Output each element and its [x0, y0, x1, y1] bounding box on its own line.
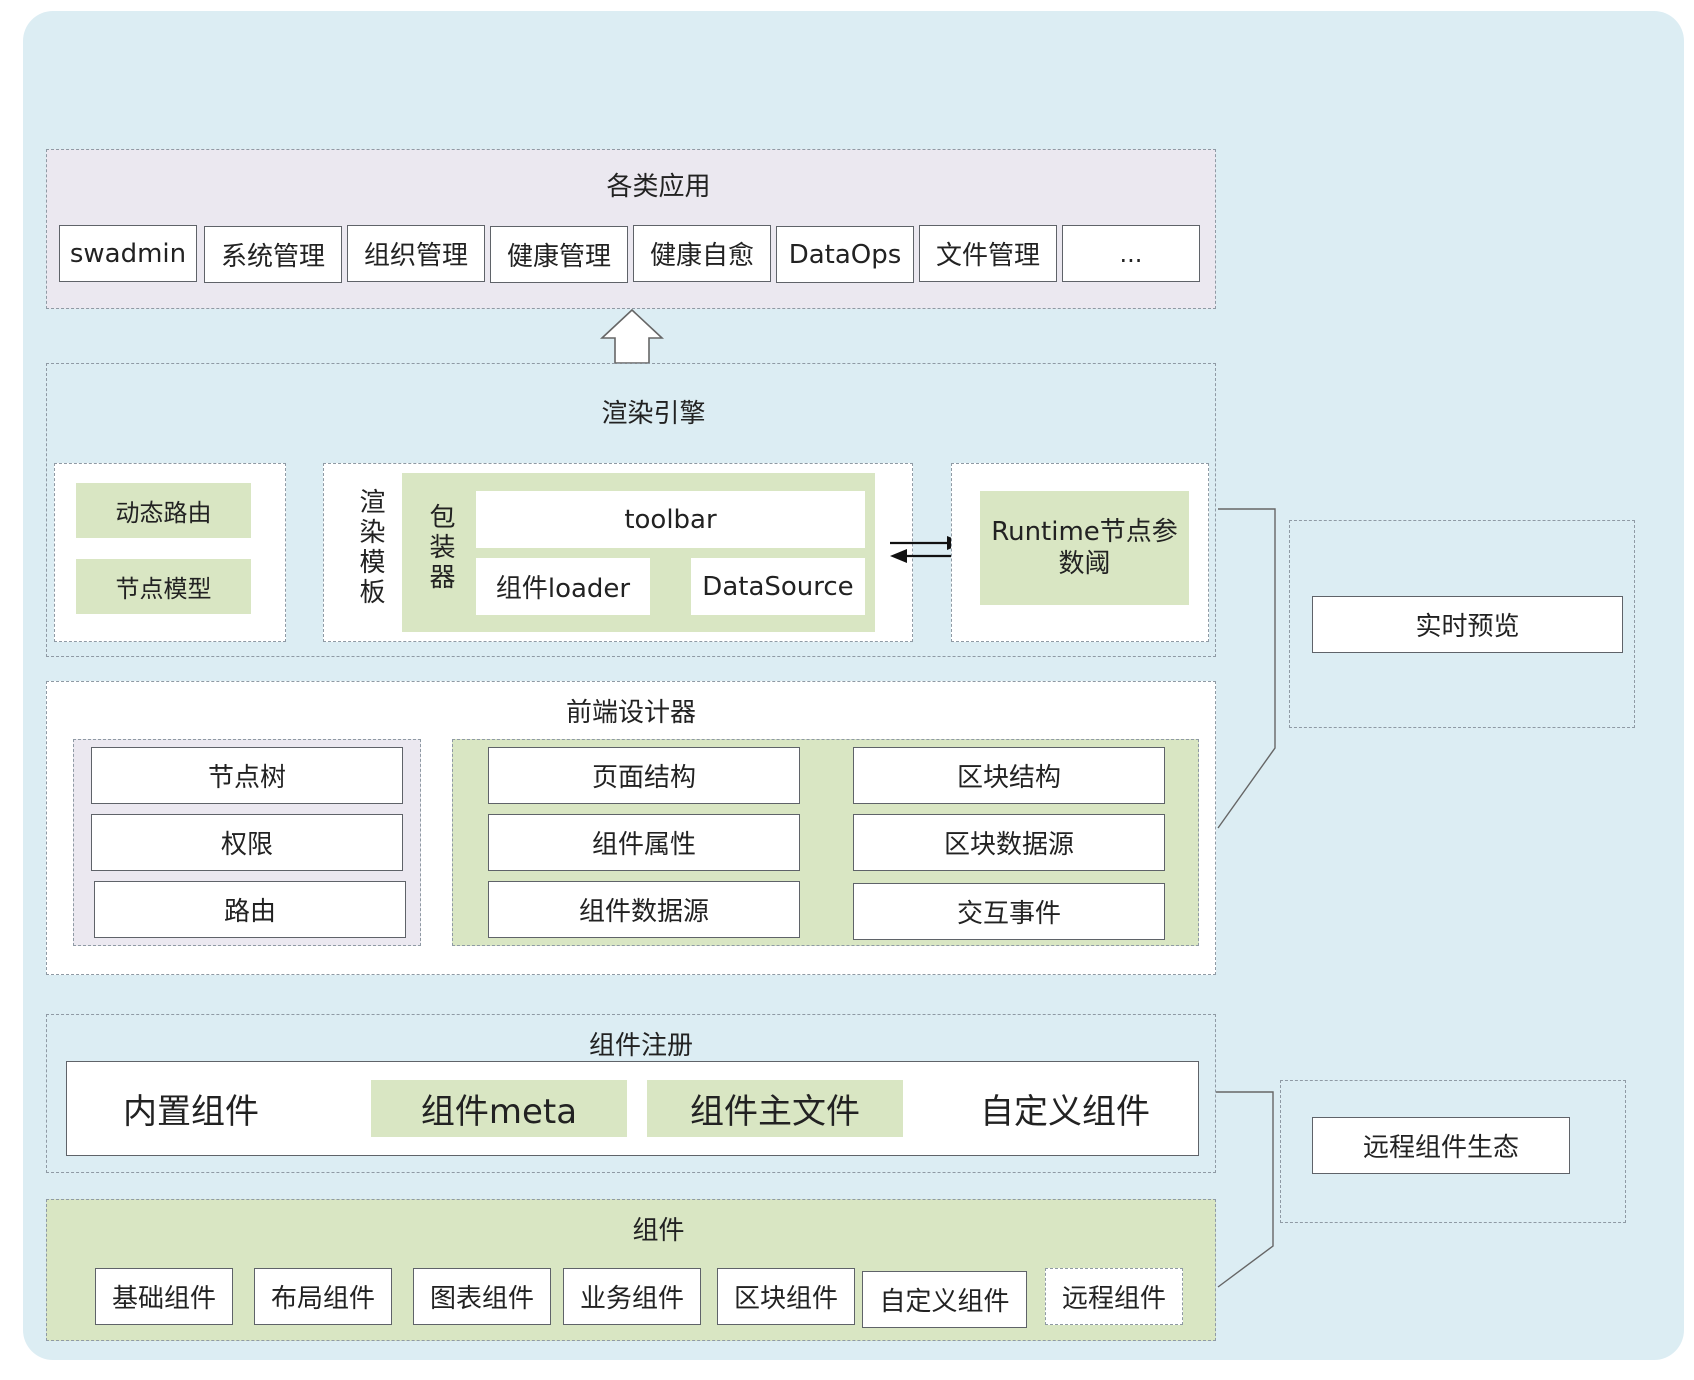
- permission-box: 权限: [91, 814, 403, 871]
- wrapper-label: 包装器: [425, 503, 455, 593]
- block-structure-box: 区块结构: [853, 747, 1165, 804]
- components-title: 组件: [632, 1216, 685, 1246]
- registry-title: 组件注册: [588, 1031, 693, 1061]
- engine-layer: [46, 363, 1216, 657]
- app-item-system: 系统管理: [204, 226, 342, 283]
- designer-title: 前端设计器: [565, 698, 696, 728]
- dynamic-route-box: 动态路由: [76, 483, 251, 538]
- preview-dashed-box: [1289, 520, 1635, 728]
- component-datasource-box: 组件数据源: [488, 881, 800, 938]
- datasource-box: DataSource: [691, 558, 865, 615]
- node-tree-box: 节点树: [91, 747, 403, 804]
- app-item-org: 组织管理: [347, 225, 485, 282]
- component-props-box: 组件属性: [488, 814, 800, 871]
- render-template-label: 渲染模板: [355, 488, 385, 608]
- component-item-block: 区块组件: [717, 1268, 855, 1325]
- page-structure-box: 页面结构: [488, 747, 800, 804]
- app-item-more: ...: [1062, 225, 1200, 282]
- component-item-business: 业务组件: [563, 1268, 701, 1325]
- realtime-preview-box: 实时预览: [1312, 596, 1623, 653]
- component-item-custom: 自定义组件: [862, 1271, 1027, 1328]
- apps-title: 各类应用: [606, 172, 711, 202]
- component-item-chart: 图表组件: [413, 1268, 551, 1325]
- component-item-layout: 布局组件: [254, 1268, 392, 1325]
- component-main-file-box: 组件主文件: [647, 1080, 903, 1137]
- runtime-threshold-box: Runtime节点参数阈: [980, 491, 1189, 605]
- app-item-dataops: DataOps: [776, 226, 914, 283]
- engine-title: 渲染引擎: [601, 399, 706, 429]
- component-meta-box: 组件meta: [371, 1080, 627, 1137]
- remote-ecosystem-box: 远程组件生态: [1312, 1117, 1570, 1174]
- node-model-box: 节点模型: [76, 559, 251, 614]
- custom-component-label: 自定义组件: [980, 1092, 1150, 1132]
- app-item-health: 健康管理: [490, 226, 628, 283]
- app-item-selfheal: 健康自愈: [633, 225, 771, 282]
- app-item-files: 文件管理: [919, 225, 1057, 282]
- remote-ecosystem-dashed-box: [1280, 1080, 1626, 1223]
- component-item-remote: 远程组件: [1045, 1268, 1183, 1325]
- route-box: 路由: [94, 881, 406, 938]
- block-datasource-box: 区块数据源: [853, 814, 1165, 871]
- component-item-basic: 基础组件: [95, 1268, 233, 1325]
- builtin-component-label: 内置组件: [123, 1092, 259, 1132]
- registry-content-box: [66, 1061, 1199, 1156]
- interaction-event-box: 交互事件: [853, 883, 1165, 940]
- toolbar-box: toolbar: [476, 491, 865, 548]
- registry-layer: [46, 1014, 1216, 1173]
- component-loader-box: 组件loader: [476, 558, 650, 615]
- app-item-swadmin: swadmin: [59, 225, 197, 282]
